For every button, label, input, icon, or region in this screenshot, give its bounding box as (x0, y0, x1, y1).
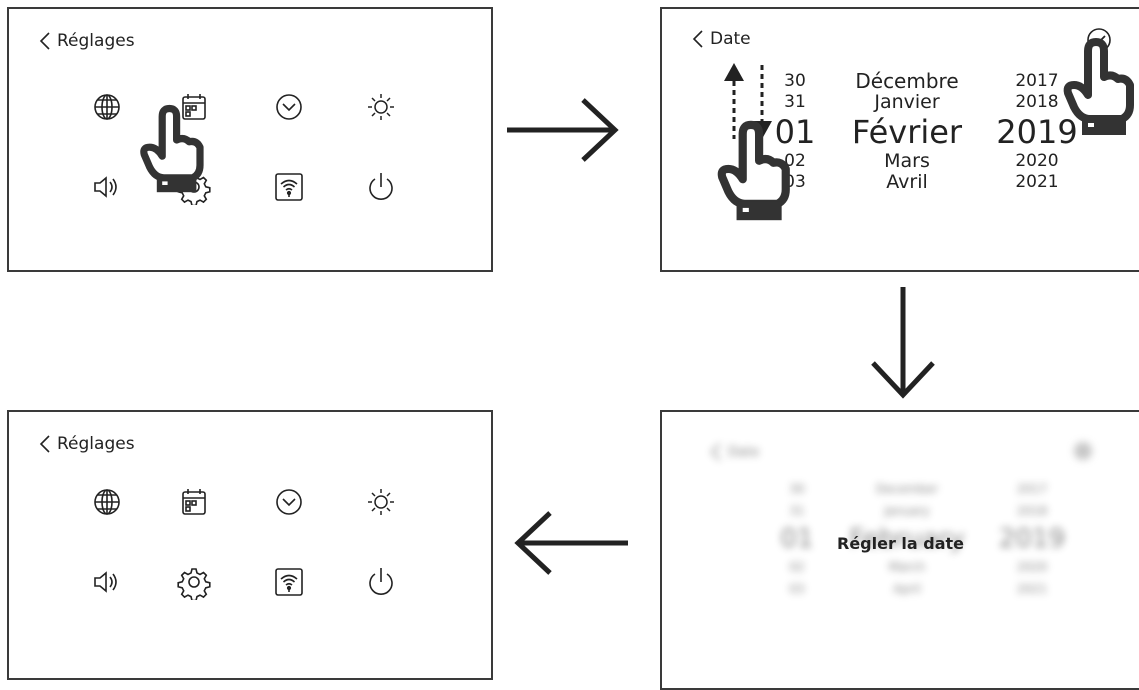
year-item: 2021 (1015, 172, 1059, 192)
brightness-icon[interactable] (363, 484, 399, 520)
year-item: 2018 (1016, 504, 1048, 518)
check-icon (1072, 440, 1094, 462)
back-button[interactable]: Réglages (39, 31, 135, 51)
back-button[interactable]: Réglages (39, 434, 135, 454)
wifi-icon[interactable] (271, 564, 307, 600)
year-item: 2017 (1015, 71, 1059, 91)
power-icon[interactable] (363, 169, 399, 205)
year-item: 2020 (1015, 151, 1059, 171)
month-item: Avril (886, 171, 928, 193)
arrow-down-icon (868, 285, 938, 400)
year-item-selected: 2019 (996, 113, 1078, 151)
back-label: Date (728, 444, 760, 460)
month-item: March (888, 560, 926, 574)
hand-pointer-icon (714, 117, 796, 225)
arrow-left-icon (512, 508, 630, 578)
panel-date-confirmation: Date 30 31 01 02 03 December January Feb… (660, 410, 1139, 690)
month-item-selected: February (849, 524, 965, 554)
clock-icon[interactable] (271, 484, 307, 520)
wifi-icon[interactable] (271, 169, 307, 205)
panel-settings-final: Réglages (7, 410, 493, 680)
year-item: 2021 (1016, 582, 1048, 596)
power-icon[interactable] (363, 564, 399, 600)
arrow-right-icon (505, 95, 620, 165)
day-item: 31 (784, 92, 806, 112)
day-item: 30 (784, 71, 806, 91)
day-item: 02 (784, 151, 806, 171)
speaker-icon[interactable] (89, 564, 125, 600)
back-button: Date (710, 442, 759, 462)
day-item-selected: 01 (774, 113, 816, 151)
month-item: December (875, 482, 939, 496)
speaker-icon[interactable] (89, 169, 125, 205)
month-item: January (884, 504, 930, 518)
year-item: 2017 (1016, 482, 1048, 496)
year-item: 2020 (1016, 560, 1048, 574)
brightness-icon[interactable] (363, 89, 399, 125)
back-label: Réglages (57, 31, 135, 51)
hand-pointer-icon (1060, 37, 1139, 137)
day-item: 02 (789, 560, 805, 574)
year-column[interactable]: 2017 2018 2019 2020 2021 (987, 71, 1087, 193)
day-item-selected: 01 (780, 524, 814, 554)
back-button[interactable]: Date (692, 29, 751, 49)
year-item: 2018 (1015, 92, 1059, 112)
chevron-left-icon (710, 443, 721, 461)
month-item: Janvier (874, 91, 940, 113)
month-column: December January February March April (827, 478, 987, 600)
year-item-selected: 2019 (998, 524, 1066, 554)
month-column[interactable]: Décembre Janvier Février Mars Avril (832, 71, 982, 193)
day-item: 03 (789, 582, 805, 596)
month-item: April (893, 582, 921, 596)
calendar-icon[interactable] (176, 484, 212, 520)
day-item: 30 (789, 482, 805, 496)
globe-icon[interactable] (89, 89, 125, 125)
panel-date-picker: Date 30 31 01 02 03 Décembre Janvier Fév… (660, 7, 1139, 272)
blurred-date-picker: Date 30 31 01 02 03 December January Feb… (662, 412, 1139, 688)
month-item-selected: Février (851, 113, 963, 151)
back-label: Date (710, 29, 751, 49)
globe-icon[interactable] (89, 484, 125, 520)
month-item: Décembre (855, 69, 959, 93)
clock-icon[interactable] (271, 89, 307, 125)
day-column: 30 31 01 02 03 (772, 478, 822, 600)
chevron-left-icon (39, 435, 50, 453)
hand-pointer-icon (137, 103, 209, 195)
chevron-left-icon (692, 30, 703, 48)
back-label: Réglages (57, 434, 135, 454)
gear-icon[interactable] (176, 564, 212, 600)
month-item: Mars (884, 150, 930, 172)
confirmation-message: Régler la date (837, 534, 965, 553)
panel-settings-step1: Réglages (7, 7, 493, 272)
year-column: 2017 2018 2019 2020 2021 (987, 478, 1077, 600)
chevron-left-icon (39, 32, 50, 50)
day-item: 31 (789, 504, 805, 518)
